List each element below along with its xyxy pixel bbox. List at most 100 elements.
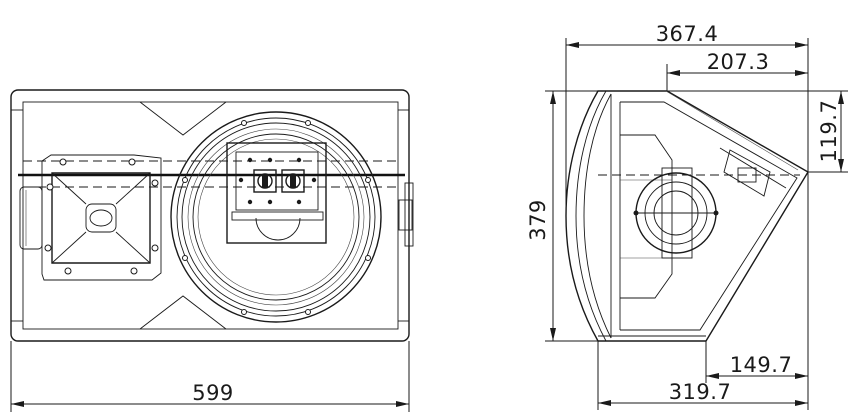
- height-label: 379: [526, 199, 550, 241]
- panel-screw: [247, 199, 253, 205]
- speakon-key: [290, 175, 296, 187]
- horn-screw: [59, 158, 67, 166]
- woofer-cone-edge: [192, 133, 360, 301]
- horn-screw: [128, 158, 136, 166]
- connector-plate: [226, 142, 327, 244]
- speakon-connector-2: [281, 169, 305, 193]
- arrowhead: [706, 373, 719, 379]
- right-side-fitting: [398, 199, 413, 231]
- panel-screw: [296, 199, 302, 205]
- horn-screw: [46, 183, 54, 191]
- side-cabinet-outline: [565, 90, 809, 342]
- woofer-cone: [197, 138, 355, 296]
- speakon-socket-icon: [285, 173, 301, 189]
- panel-screw: [296, 157, 302, 163]
- woofer-screw: [182, 177, 188, 183]
- horn-edge: [51, 172, 87, 205]
- woofer-surround: [181, 122, 371, 312]
- front-view: 599: [10, 89, 414, 412]
- arrowhead: [795, 42, 808, 48]
- baffle-v-top: [139, 101, 227, 136]
- dimension-width: 599: [10, 341, 410, 412]
- connector-panel: [235, 151, 319, 211]
- front-baffle-frame: [22, 101, 399, 330]
- dimension-bottom-depth: 319.7: [597, 341, 808, 410]
- side-woofer-magnet: [633, 167, 719, 259]
- horn-flange: [41, 154, 162, 281]
- arrowhead: [838, 91, 844, 104]
- magnet-screw: [633, 210, 639, 216]
- arrowhead: [598, 400, 611, 406]
- woofer-screw: [305, 309, 311, 315]
- horn-assembly: [41, 154, 162, 281]
- horn-edge: [51, 231, 87, 264]
- woofer-screw: [182, 255, 188, 261]
- woofer-screw: [241, 120, 247, 126]
- speakon-socket-icon: [257, 173, 273, 189]
- arrowhead: [838, 159, 844, 172]
- horn-screw: [130, 267, 138, 275]
- dimension-height: 379: [526, 90, 598, 342]
- horn-screw: [64, 267, 72, 275]
- dimension-top-offset: 119.7: [667, 90, 848, 173]
- dimension-bottom-rear: 149.7: [705, 172, 809, 410]
- panel-screw: [267, 199, 273, 205]
- horn-edge: [115, 231, 151, 264]
- horn-screw: [44, 244, 52, 252]
- woofer-frame-outer: [170, 111, 382, 323]
- side-horn-profile: [620, 134, 673, 299]
- woofer-frame-ring: [176, 117, 376, 317]
- depth-front-section-label: 207.3: [707, 50, 770, 74]
- side-view: 379 367.4 207.3 119.7: [526, 22, 848, 410]
- woofer-screw: [305, 120, 311, 126]
- width-label: 599: [192, 381, 234, 405]
- arrowhead: [795, 70, 808, 76]
- depth-total-label: 367.4: [656, 22, 719, 46]
- arrowhead: [667, 70, 680, 76]
- panel-screw: [247, 157, 253, 163]
- dimension-depth-total: 367.4: [565, 22, 809, 216]
- side-top-bevel: [665, 90, 799, 171]
- arrowhead: [795, 373, 808, 379]
- horn-screw: [151, 179, 159, 187]
- side-connector-edge: [719, 147, 787, 189]
- woofer-screw: [241, 309, 247, 315]
- woofer-screw: [365, 255, 371, 261]
- horn-edge: [115, 172, 151, 205]
- side-inner-wall: [620, 101, 798, 331]
- speakon-key: [262, 175, 268, 187]
- panel-screw: [238, 177, 244, 183]
- arrowhead: [550, 91, 556, 104]
- arrowhead: [11, 401, 24, 407]
- arrowhead: [550, 328, 556, 341]
- magnet-screw: [713, 210, 719, 216]
- arrowhead: [566, 42, 579, 48]
- top-offset-label: 119.7: [817, 100, 841, 163]
- dimension-depth-front-section: 207.3: [666, 50, 808, 91]
- side-grille-curve: [575, 90, 607, 342]
- side-connector: [719, 147, 787, 197]
- side-connector-socket: [737, 167, 757, 183]
- front-cabinet-outline: [10, 89, 410, 342]
- panel-screw: [311, 177, 317, 183]
- side-connector-housing: [723, 149, 771, 197]
- horn-throat: [85, 203, 117, 233]
- bottom-depth-label: 319.7: [669, 380, 732, 404]
- speakon-connector-1: [253, 169, 277, 193]
- panel-screw: [267, 157, 273, 163]
- woofer: [170, 111, 382, 323]
- arrowhead: [396, 401, 409, 407]
- horn-throat-opening: [89, 209, 113, 227]
- baffle-v-bottom: [139, 295, 227, 330]
- right-side-fitting: [404, 182, 414, 247]
- bottom-rear-label: 149.7: [730, 353, 793, 377]
- connector-panel-cutout: [255, 217, 301, 241]
- woofer-surround-inner: [187, 128, 365, 306]
- connector-panel-rim: [231, 211, 324, 221]
- side-grille-inner: [583, 93, 612, 339]
- connector-plate-outline: [226, 142, 327, 244]
- woofer-screw: [365, 177, 371, 183]
- horn-screw: [151, 244, 159, 252]
